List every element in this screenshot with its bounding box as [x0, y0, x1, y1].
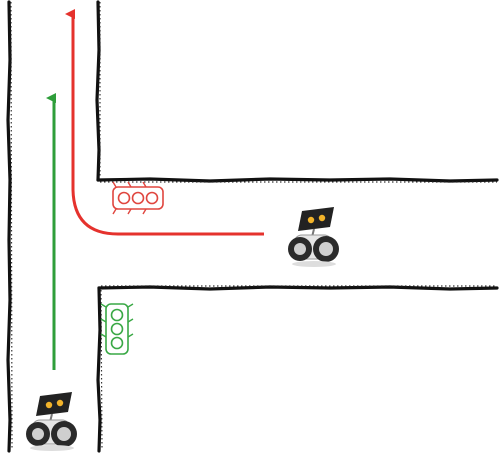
robot-right-corridor	[288, 207, 339, 267]
corridor-top-wall	[96, 177, 499, 183]
lower-right-wall	[96, 286, 102, 453]
robot-icon	[26, 392, 77, 451]
robot-icon	[288, 207, 339, 267]
robot-bottom-left	[26, 392, 77, 451]
traffic-light-red	[112, 181, 164, 215]
walls	[6, 0, 499, 453]
upper-right-wall	[95, 0, 101, 182]
paths	[46, 9, 264, 370]
traffic-light-green	[100, 303, 134, 355]
left-turn-path-arrow	[65, 9, 264, 236]
corridor-bottom-wall	[97, 285, 499, 291]
left-wall	[6, 0, 12, 453]
